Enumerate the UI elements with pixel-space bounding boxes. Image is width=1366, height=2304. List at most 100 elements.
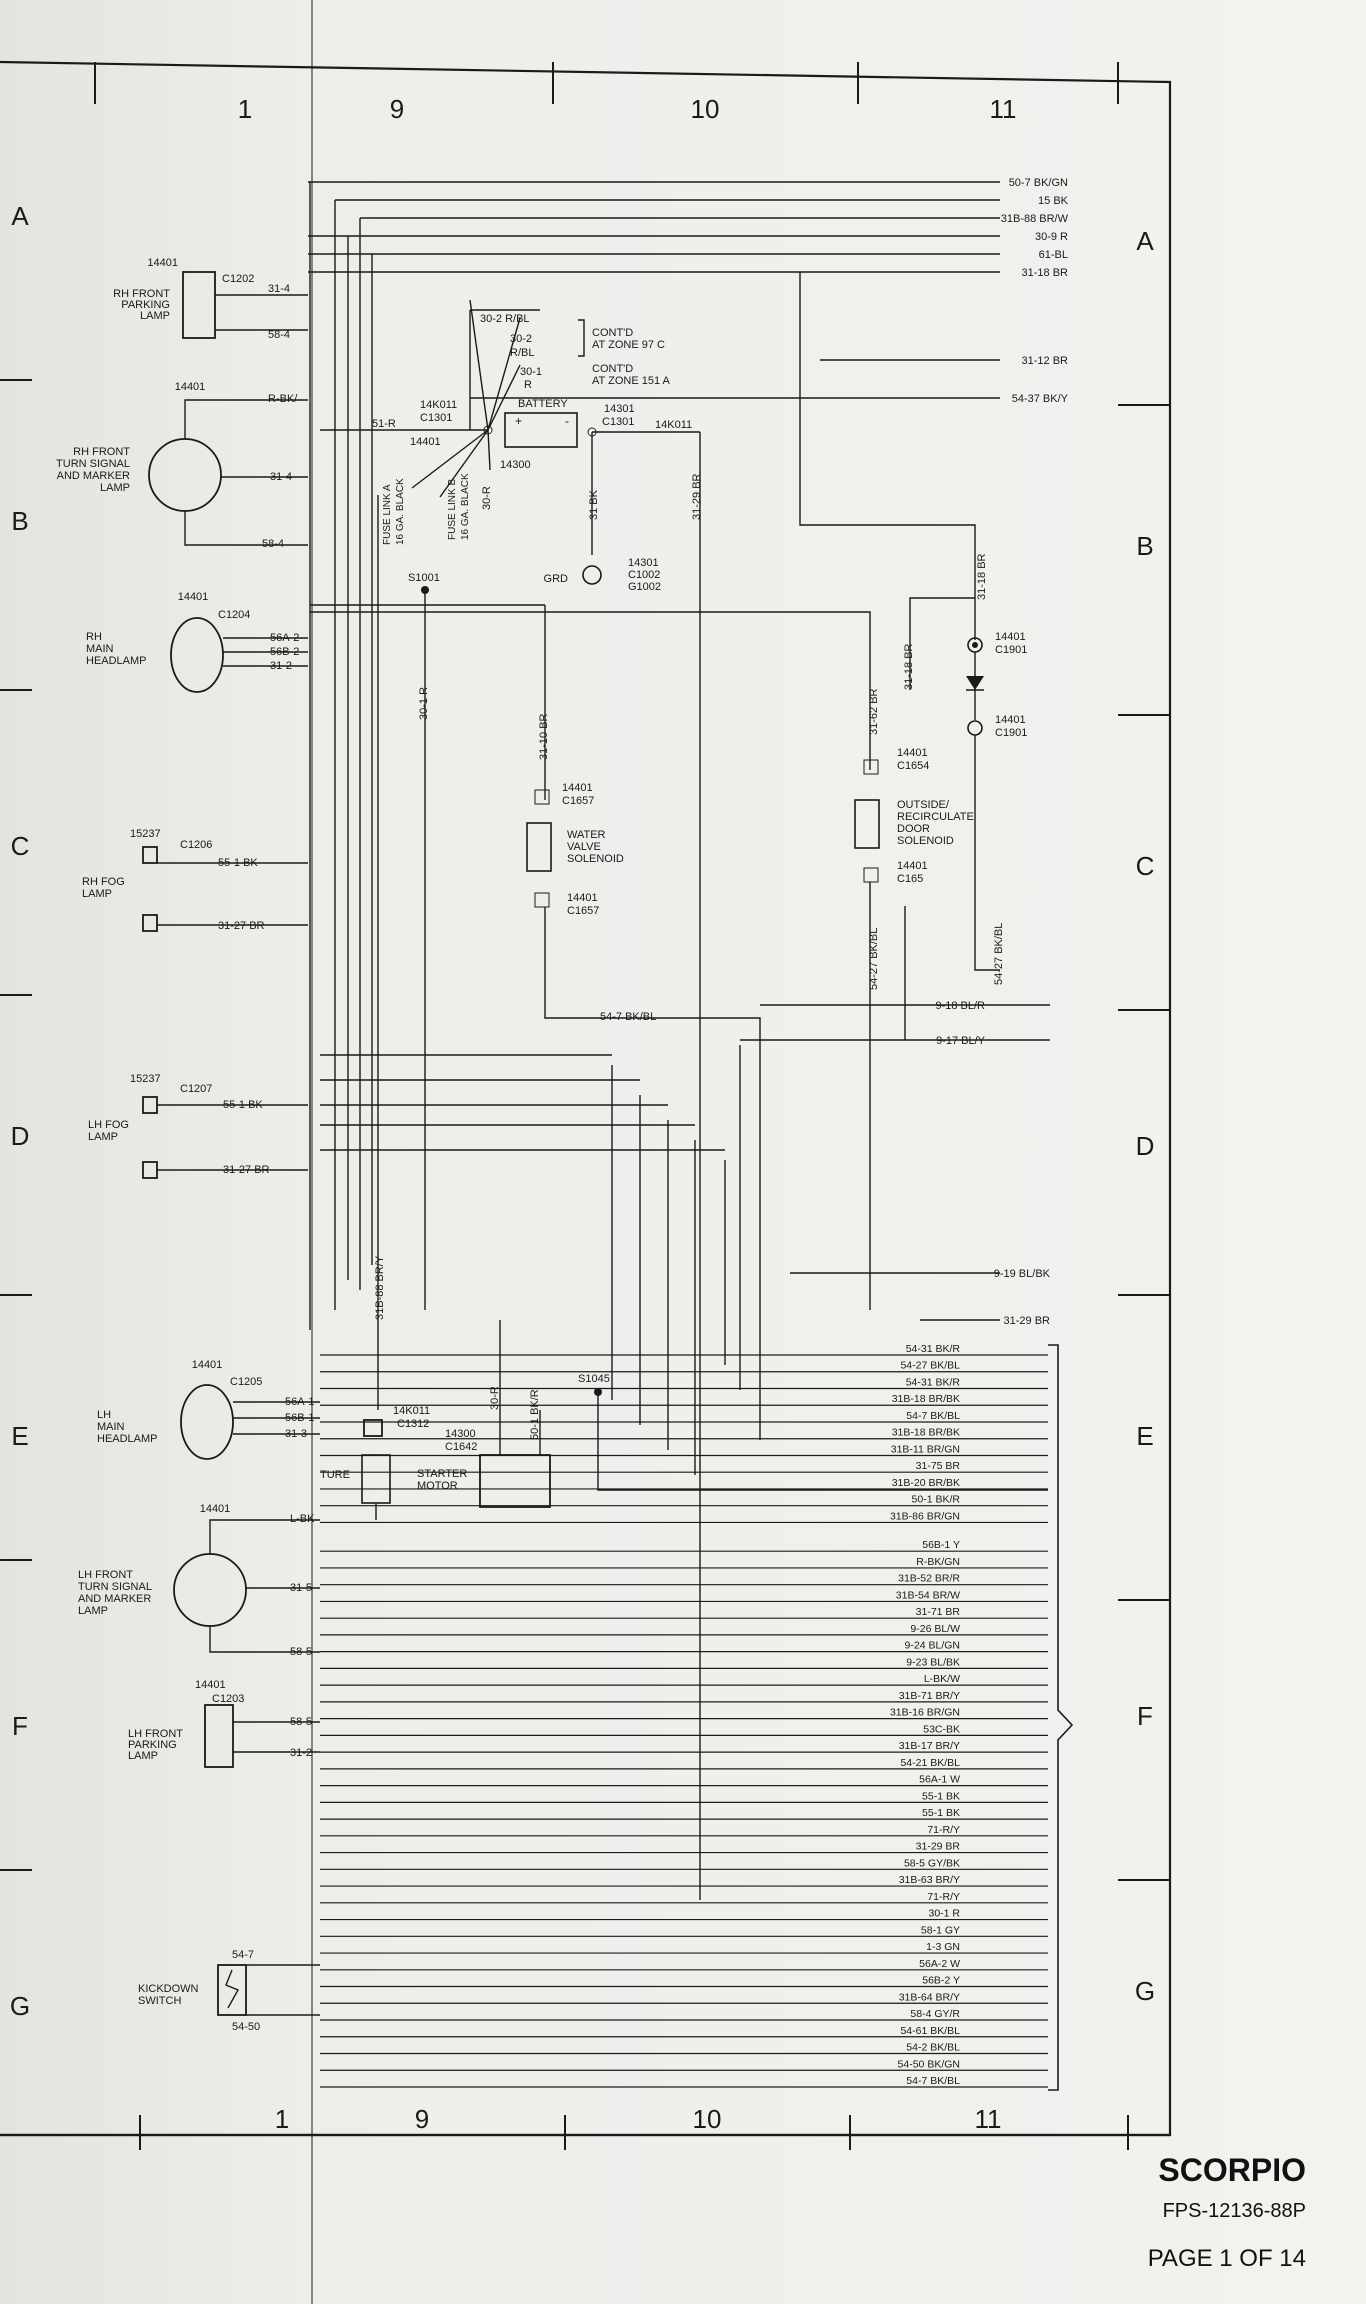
bundle-wire-label: 31B-20 BR/BK — [892, 1477, 960, 1489]
top-bus-label: 61-BL — [1039, 249, 1068, 261]
bundle-wire-label: 31B-11 BR/GN — [891, 1443, 960, 1455]
rh-fog-id: 15237 — [130, 828, 161, 840]
wire-31-18 — [799, 272, 976, 640]
fuse-link-label: FUSE LINK B — [447, 479, 458, 540]
temp-sender-id: 14K011 — [393, 1405, 430, 1417]
water-valve-solenoid — [526, 822, 552, 872]
water-valve-conn: C1657 — [562, 795, 594, 807]
row-label-left: B — [11, 506, 28, 536]
rh-head-id: 14401 — [178, 591, 209, 603]
bundle-wire-label: 31-29 BR — [916, 1841, 961, 1853]
wire-label: R-BK/ — [268, 393, 298, 405]
bundle-wire-label: 58-1 GY — [921, 1924, 960, 1936]
kickdown-wire: 54-7 — [232, 1949, 254, 1961]
rh-parking-conn: C1202 — [222, 273, 254, 285]
wire — [209, 1626, 320, 1653]
wire-label: 31-10 BR — [538, 713, 550, 760]
wire-label: 58-4 — [268, 329, 290, 341]
wire-54-7 — [544, 907, 761, 1085]
water-valve-label: SOLENOID — [567, 853, 624, 865]
diode-id: 14401 — [995, 631, 1026, 643]
bundle-wire-label: 55-1 BK — [922, 1807, 960, 1819]
lh-fog-lamp-2 — [142, 1161, 158, 1179]
rh-turn-label: RH FRONT — [73, 446, 130, 458]
row-label-left: D — [11, 1121, 30, 1151]
water-valve-id: 14401 — [562, 782, 593, 794]
bundle-wire-label: 9-24 BL/GN — [905, 1640, 960, 1652]
top-bus-label: 50-7 BK/GN — [1009, 177, 1068, 189]
top-bus-label: 15 BK — [1038, 195, 1069, 207]
column-label-top: 9 — [390, 94, 404, 124]
contd-wire: 30-2 — [510, 333, 532, 345]
wire-31-18b — [909, 597, 975, 690]
water-valve-conn2: C1657 — [567, 905, 599, 917]
row-label-left: C — [11, 831, 30, 861]
bundle-wire-label: 31B-52 BR/R — [898, 1573, 960, 1585]
row-label-left: A — [11, 201, 29, 231]
outside-conn2: C165 — [897, 873, 923, 885]
wire-label: 31-18 BR — [976, 553, 988, 600]
lh-fog-label: LAMP — [88, 1131, 118, 1143]
bundle-wire-label: 58-5 GY/BK — [904, 1857, 960, 1869]
bundle-wire-label: 30-1 R — [928, 1908, 960, 1920]
battery-id-left: 14K011 — [420, 399, 457, 411]
temp-sender-connector — [363, 1419, 383, 1437]
diode-connector-2 — [967, 720, 983, 736]
ground-ids: G1002 — [628, 581, 661, 593]
top-bus-label: 31-18 BR — [1022, 267, 1069, 279]
bundle-wire-label: 9-23 BL/BK — [906, 1656, 960, 1668]
wire-label: 51-R — [372, 418, 396, 430]
contd-wire: 30-1 — [520, 366, 542, 378]
bundle-wire-label: 58-4 GY/R — [910, 2008, 960, 2020]
row-label-left: F — [12, 1711, 28, 1741]
wire-label: 50-1 BK/R — [529, 1389, 541, 1440]
battery-conn-left: C1301 — [420, 412, 452, 424]
wire-label: 54-7 BK/BL — [600, 1011, 656, 1023]
lh-parking-conn: C1203 — [212, 1693, 244, 1705]
wire-label: 58-5 — [290, 1646, 312, 1658]
rh-parking-label: PARKING — [121, 299, 170, 311]
rh-fog-label: RH FOG — [82, 876, 125, 888]
diode-connector-pin — [972, 642, 978, 648]
contd-text: AT ZONE 97 C — [592, 339, 665, 351]
wire-label: 31-29 BR — [1004, 1315, 1051, 1327]
row-label-right: C — [1136, 851, 1155, 881]
outside-label: SOLENOID — [897, 835, 954, 847]
lh-main-headlamp — [180, 1384, 234, 1460]
bundle-wire-label: 31B-18 BR/BK — [892, 1393, 960, 1405]
diagram-frame — [0, 60, 1172, 2137]
wire-label: 31-12 BR — [1022, 355, 1069, 367]
rh-turn-id: 14401 — [175, 381, 206, 393]
wire-label: L-BK — [290, 1513, 315, 1525]
fuse-link-label: FUSE LINK A — [382, 484, 393, 545]
kickdown-label: SWITCH — [138, 1995, 181, 2007]
wire — [184, 511, 308, 546]
water-valve-id2: 14401 — [567, 892, 598, 904]
column-label-bottom: 11 — [975, 2104, 1002, 2134]
wire-label: 9-17 BL/Y — [936, 1035, 986, 1047]
wire-label: 56B-1 — [285, 1412, 314, 1424]
wire-label: 55-1 BK — [223, 1099, 263, 1111]
bundle-wire-label: 54-2 BK/BL — [906, 2042, 960, 2054]
contd-brace — [578, 319, 585, 357]
wire-label: 31-27 BR — [223, 1164, 270, 1176]
wire-label: 56B-2 — [270, 646, 299, 658]
ground-symbol — [582, 565, 602, 585]
lh-fog-conn: C1207 — [180, 1083, 212, 1095]
contd-text: CONT'D — [592, 327, 633, 339]
diode-conn: C1901 — [995, 644, 1027, 656]
row-label-right: A — [1136, 226, 1154, 256]
connector-c165 — [863, 867, 879, 883]
bundle-wire-label: 31B-18 BR/BK — [892, 1427, 960, 1439]
rh-fog-lamp — [142, 846, 158, 864]
bundle-wire-label: 31B-17 BR/Y — [899, 1740, 960, 1752]
kickdown-wire: 54-50 — [232, 2021, 260, 2033]
wire-label: 31-2 — [290, 1747, 312, 1759]
vendor-title: SCORPIO — [1158, 2152, 1306, 2188]
battery-harness: 14K011 — [655, 419, 692, 431]
lh-parking-id: 14401 — [195, 1679, 226, 1691]
lh-parking-label: LH FRONT — [128, 1728, 183, 1740]
outside-label: OUTSIDE/ — [897, 799, 950, 811]
bundle-wire-label: 9-26 BL/W — [910, 1623, 960, 1635]
